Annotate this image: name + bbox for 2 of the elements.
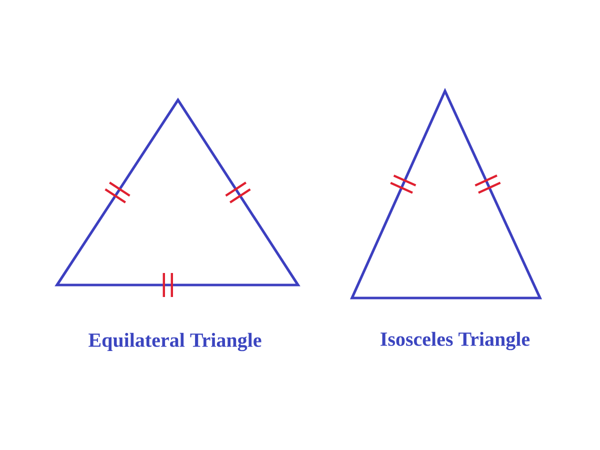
triangle-caption: Isosceles Triangle bbox=[380, 332, 530, 350]
triangle-caption: Equilateral Triangle bbox=[88, 332, 262, 352]
